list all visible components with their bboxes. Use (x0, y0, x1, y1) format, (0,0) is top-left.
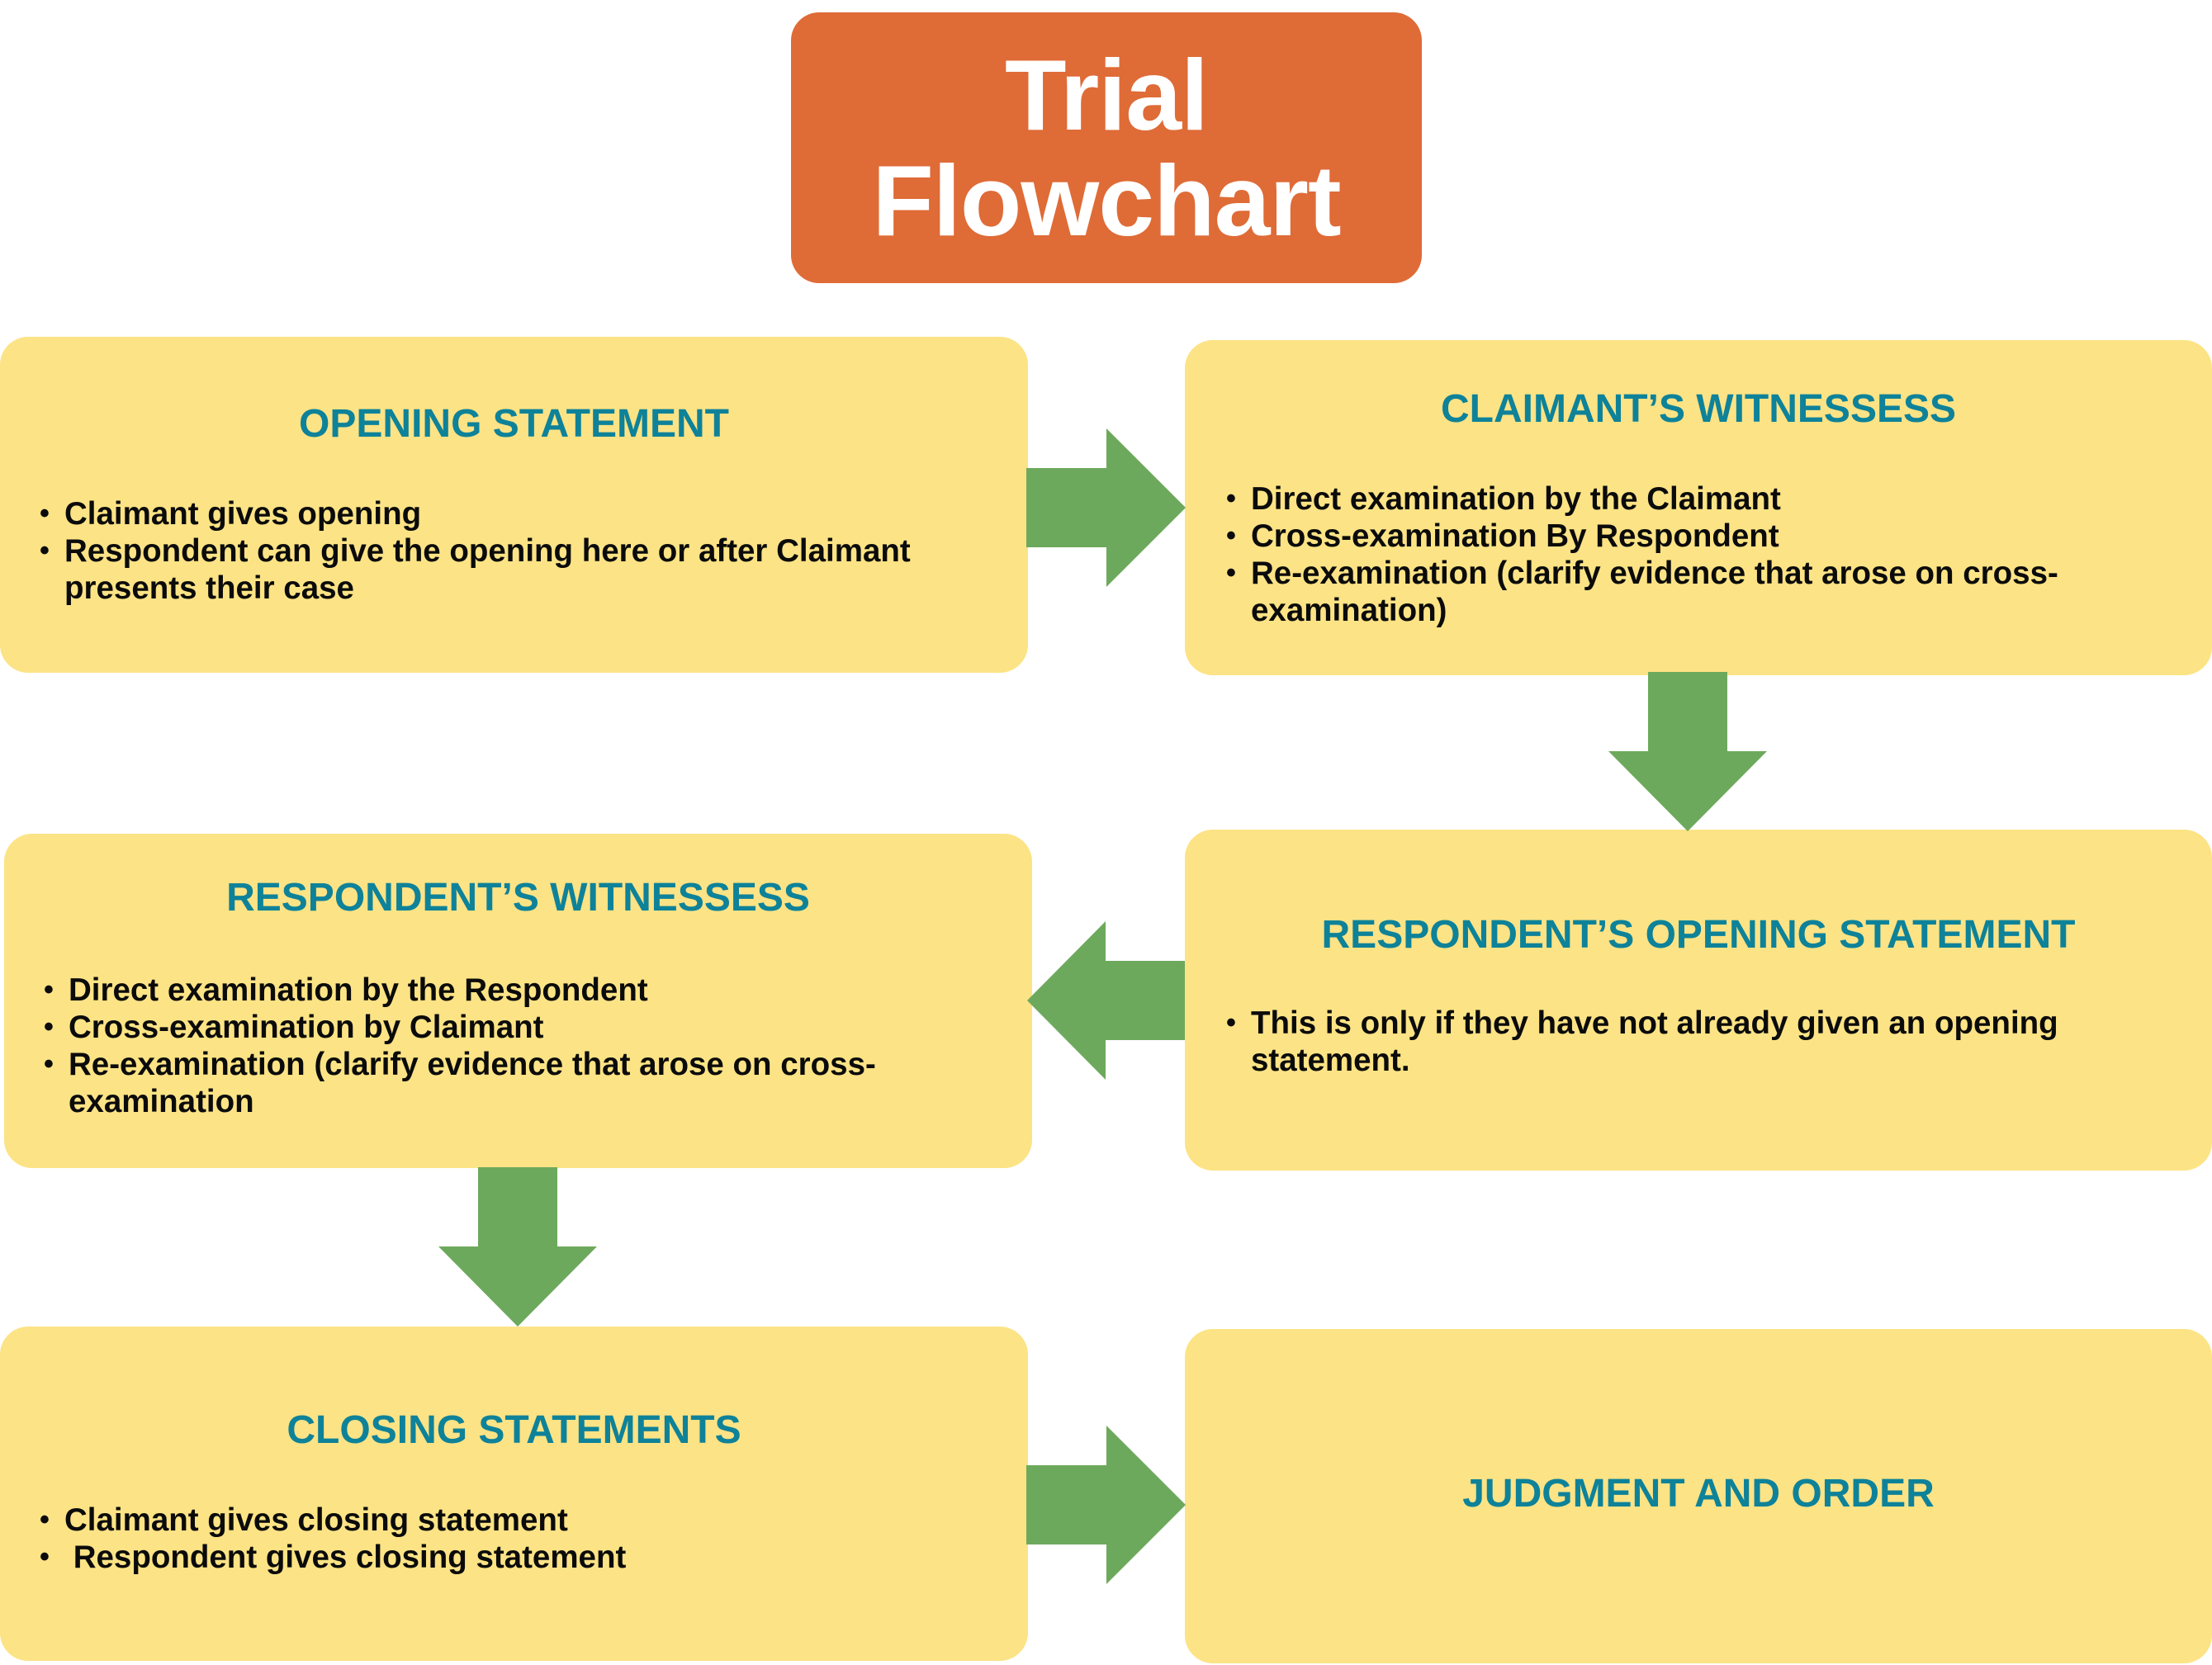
bullet-item: Respondent gives closing statement (40, 1539, 981, 1576)
arrow-left-shape (1027, 921, 1185, 1080)
step-heading: RESPONDENT’S OPENING STATEMENT (1321, 913, 2076, 957)
arrow-down-icon (1608, 672, 1767, 831)
step-respondents-witnesses: RESPONDENT’S WITNESSESS Direct examinati… (4, 834, 1032, 1168)
step-bullets: Direct examination by the Claimant Cross… (1226, 480, 2167, 629)
bullet-item: Direct examination by the Claimant (1226, 480, 2167, 518)
bullet-item: Claimant gives opening (40, 495, 1014, 532)
arrow-down-shape (438, 1167, 597, 1327)
step-judgment-and-order: JUDGMENT AND ORDER (1185, 1329, 2212, 1663)
step-heading: CLOSING STATEMENTS (287, 1408, 741, 1452)
bullet-item: Cross-examination by Claimant (44, 1009, 985, 1046)
arrow-right-shape (1026, 428, 1186, 587)
arrow-right-shape (1026, 1426, 1186, 1584)
bullet-item: Claimant gives closing statement (40, 1502, 981, 1539)
title-line-1: Trial (1005, 39, 1209, 151)
arrow-left-icon (1027, 921, 1185, 1080)
step-heading: CLAIMANT’S WITNESSESS (1440, 387, 1957, 431)
step-respondents-opening-statement: RESPONDENT’S OPENING STATEMENT This is o… (1185, 830, 2212, 1171)
title-line-2: Flowchart (872, 144, 1341, 257)
step-bullets: Claimant gives opening Respondent can gi… (40, 495, 1014, 607)
bullet-item: Cross-examination By Respondent (1226, 518, 2167, 555)
step-opening-statement: OPENING STATEMENT Claimant gives opening… (0, 337, 1028, 673)
bullet-item: Re-examination (clarify evidence that ar… (44, 1046, 985, 1120)
step-closing-statements: CLOSING STATEMENTS Claimant gives closin… (0, 1327, 1028, 1661)
bullet-item: Respondent can give the opening here or … (40, 532, 989, 607)
arrow-right-icon (1026, 1426, 1186, 1584)
bullet-item: Re-examination (clarify evidence that ar… (1226, 555, 2167, 629)
bullet-item: Direct examination by the Respondent (44, 972, 985, 1009)
step-bullets: This is only if they have not already gi… (1226, 1005, 2151, 1079)
step-heading: OPENING STATEMENT (299, 402, 729, 446)
step-bullets: Claimant gives closing statement Respond… (40, 1502, 981, 1576)
arrow-down-icon (438, 1167, 597, 1327)
step-claimants-witnesses: CLAIMANT’S WITNESSESS Direct examination… (1185, 340, 2212, 675)
step-heading: JUDGMENT AND ORDER (1462, 1472, 1935, 1516)
arrow-down-shape (1608, 672, 1767, 831)
arrow-right-icon (1026, 428, 1186, 587)
flowchart-title: Trial Flowchart (791, 12, 1422, 283)
step-bullets: Direct examination by the Respondent Cro… (44, 972, 985, 1120)
bullet-item: This is only if they have not already gi… (1226, 1005, 2151, 1079)
step-heading: RESPONDENT’S WITNESSESS (226, 876, 810, 920)
